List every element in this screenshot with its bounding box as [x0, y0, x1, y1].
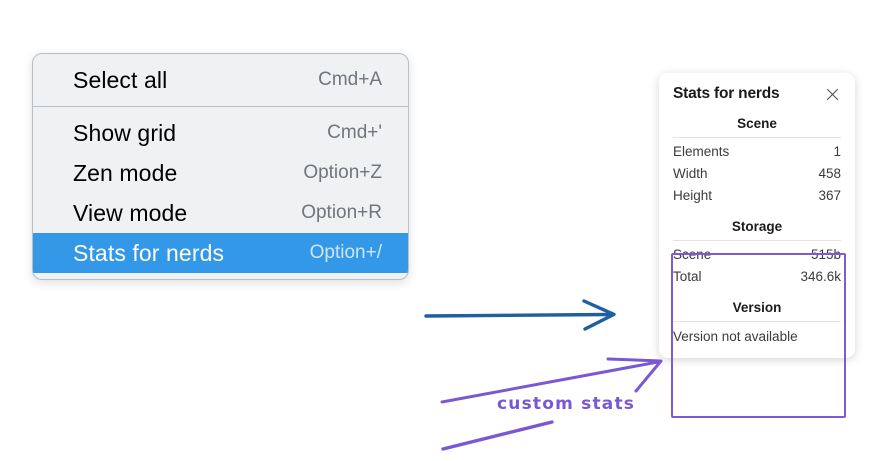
stats-for-nerds-panel: Stats for nerds Scene Elements 1 Width 4… [659, 73, 855, 358]
stat-key: Height [673, 187, 713, 203]
custom-stats-annotation-label: custom stats [497, 394, 636, 414]
section-divider [673, 137, 841, 138]
menu-section-2: Show grid Cmd+' Zen mode Option+Z View m… [33, 106, 408, 279]
section-divider [673, 321, 841, 322]
stat-row-elements: Elements 1 [673, 140, 841, 162]
menu-item-label: Stats for nerds [73, 239, 225, 266]
menu-item-shortcut: Option+Z [303, 162, 382, 183]
stat-key: Width [673, 165, 708, 181]
context-menu[interactable]: Select all Cmd+A Show grid Cmd+' Zen mod… [32, 53, 409, 280]
section-title-storage: Storage [731, 219, 783, 234]
stat-value: 346.6k [800, 268, 841, 284]
menu-item-label: Zen mode [73, 159, 178, 186]
stats-panel-body: Scene Elements 1 Width 458 Height 367 St… [659, 103, 855, 346]
menu-item-label: Show grid [73, 119, 177, 146]
menu-item-zen-mode[interactable]: Zen mode Option+Z [33, 153, 408, 193]
menu-item-shortcut: Option+/ [309, 242, 382, 263]
stat-value: 1 [833, 143, 841, 159]
stat-row-width: Width 458 [673, 162, 841, 184]
purple-underline-stroke [441, 420, 554, 451]
menu-section-1: Select all Cmd+A [33, 54, 408, 106]
menu-item-label: Select all [73, 66, 168, 93]
stat-value: 515b [810, 246, 841, 262]
menu-item-select-all[interactable]: Select all Cmd+A [33, 60, 408, 100]
stat-key: Scene [673, 246, 712, 262]
menu-item-shortcut: Option+R [301, 202, 382, 223]
menu-item-show-grid[interactable]: Show grid Cmd+' [33, 113, 408, 153]
stat-version-value: Version not available [673, 329, 798, 344]
stat-key: Elements [673, 143, 730, 159]
menu-item-shortcut: Cmd+' [327, 122, 382, 143]
menu-item-label: View mode [73, 199, 188, 226]
stat-row-height: Height 367 [673, 184, 841, 206]
blue-arrow-icon [424, 299, 616, 331]
stats-panel-header: Stats for nerds [659, 83, 855, 103]
stat-value: 458 [818, 165, 841, 181]
stat-value: 367 [818, 187, 841, 203]
stat-row-storage-scene: Scene 515b [673, 243, 841, 265]
section-title-version: Version [732, 300, 782, 315]
stats-panel-title: Stats for nerds [673, 85, 780, 102]
close-icon[interactable] [824, 86, 841, 103]
stat-key: Total [673, 268, 702, 284]
menu-item-stats-for-nerds[interactable]: Stats for nerds Option+/ [33, 233, 408, 273]
stat-row-storage-total: Total 346.6k [673, 265, 841, 287]
section-title-scene: Scene [737, 116, 777, 131]
section-divider [673, 240, 841, 241]
menu-item-view-mode[interactable]: View mode Option+R [33, 193, 408, 233]
menu-item-shortcut: Cmd+A [318, 69, 382, 90]
